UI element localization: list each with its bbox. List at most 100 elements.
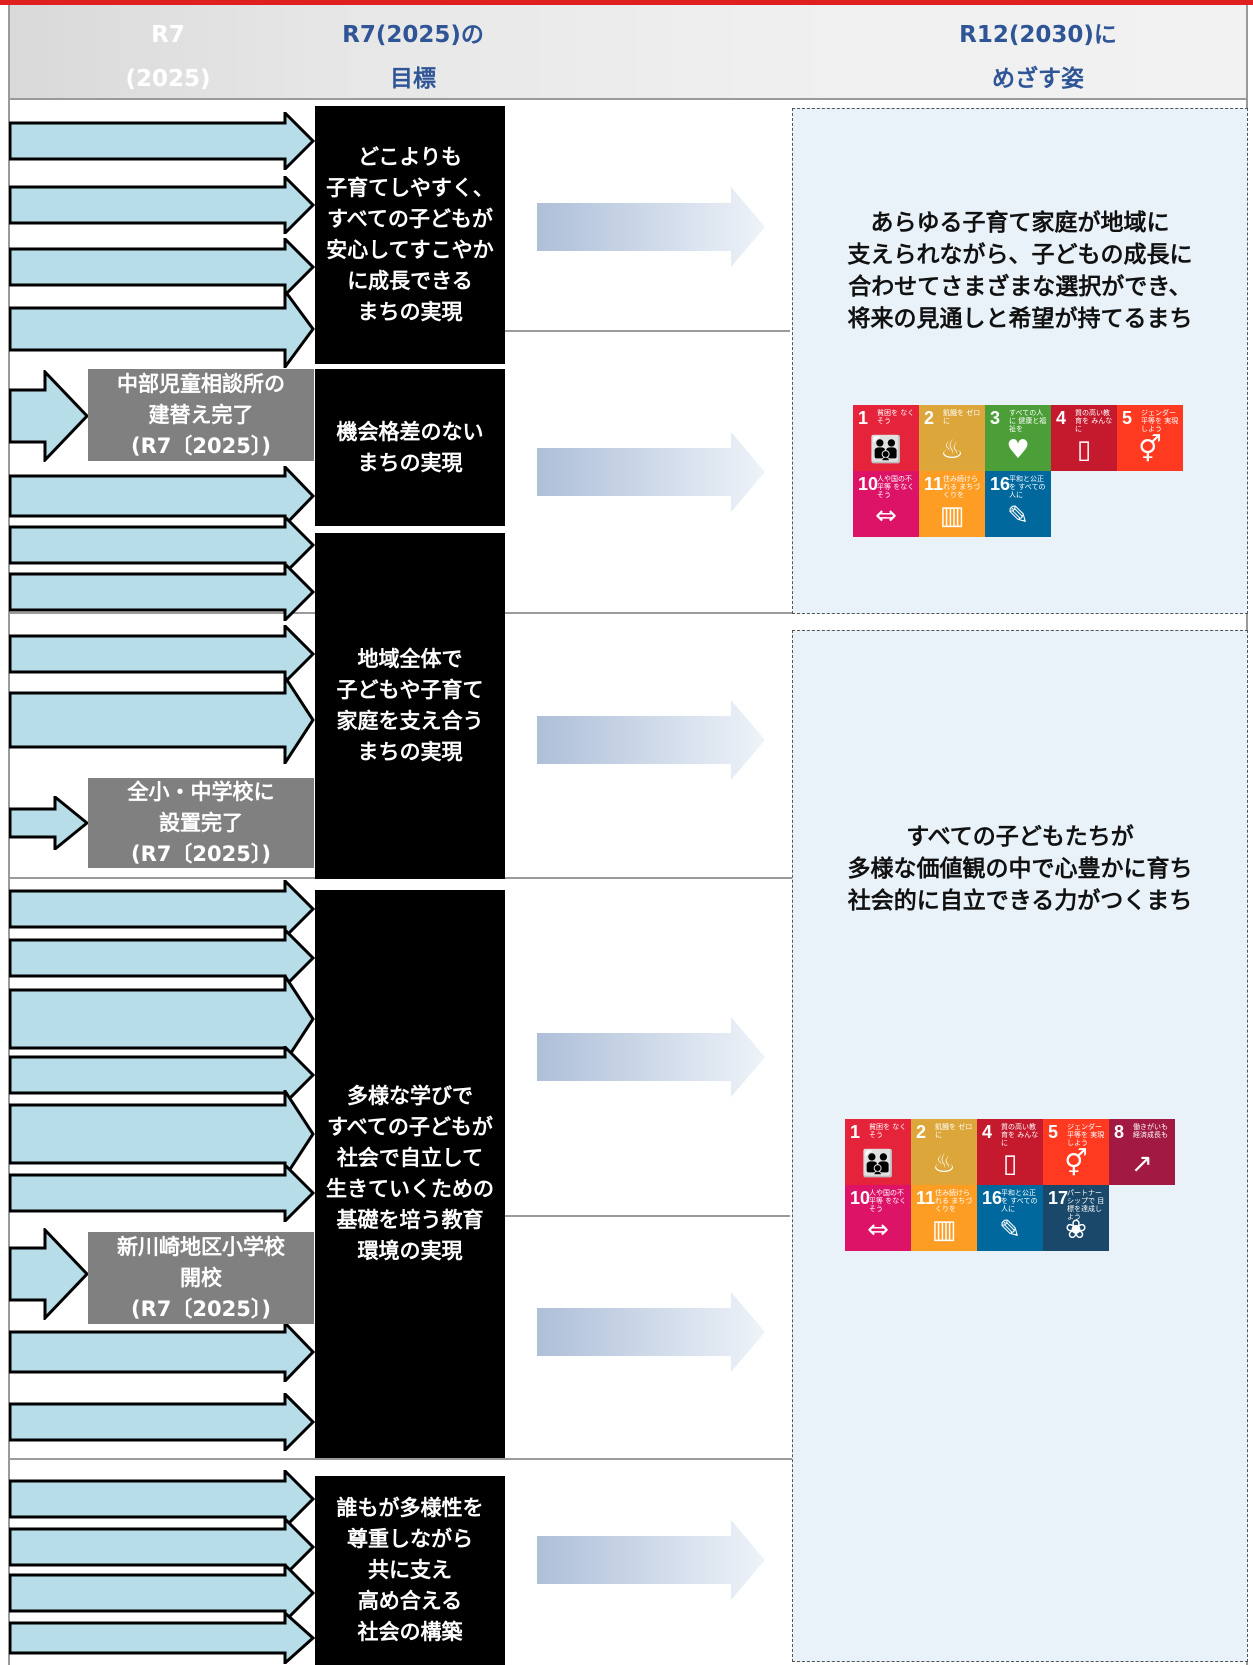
arrow-shape bbox=[537, 1017, 765, 1097]
arrow-shape bbox=[537, 1292, 765, 1372]
arrow-shape bbox=[9, 1518, 315, 1576]
sdg-label: 質の高い教育を みんなに bbox=[1001, 1123, 1039, 1147]
arrow-shape bbox=[9, 516, 315, 574]
goal-text: 地域全体で 子どもや子育て 家庭を支え合う まちの実現 bbox=[336, 647, 484, 764]
sdg-tile-2: 2 飢餓を ゼロに ♨ bbox=[919, 405, 985, 471]
sdg-number: 8 bbox=[1114, 1122, 1125, 1142]
arrow-shape bbox=[9, 1564, 315, 1622]
sdg-number: 2 bbox=[924, 408, 935, 428]
bowl-icon: ♨ bbox=[932, 1149, 956, 1179]
header-target-line2: 目標 bbox=[390, 66, 436, 92]
goal-box: 多様な学びで すべての子どもが 社会で自立して 生きていくための 基礎を培う教育… bbox=[315, 890, 505, 1458]
heartbeat-icon: ♥ bbox=[1006, 435, 1030, 465]
sdg-label: 貧困を なくそう bbox=[869, 1123, 907, 1139]
row-divider bbox=[500, 330, 790, 332]
header-2030-line2: めざす姿 bbox=[992, 66, 1084, 92]
milestone-text: 新川崎地区小学校 開校 (R7〔2025〕) bbox=[117, 1234, 285, 1321]
sdg-label: ジェンダー平等を 実現しよう bbox=[1141, 409, 1179, 433]
goal-box: 誰もが多様性を 尊重しながら 共に支え 高め合える 社会の構築 bbox=[315, 1476, 505, 1665]
dove-icon: ✎ bbox=[1007, 501, 1029, 531]
sdg-number: 1 bbox=[858, 408, 869, 428]
arrow-shape bbox=[9, 176, 315, 234]
sdg-number: 10 bbox=[858, 474, 879, 494]
arrow-shape bbox=[537, 1520, 765, 1600]
flower-icon: ❀ bbox=[1065, 1215, 1087, 1245]
table-header: R7 (2025) R7(2025)の 目標 R12(2030)に めざす姿 bbox=[8, 5, 1248, 98]
arrow-shape bbox=[9, 625, 315, 683]
arrow-shape bbox=[9, 290, 315, 368]
people-icon: 👪 bbox=[861, 1149, 895, 1179]
sdg-number: 5 bbox=[1048, 1122, 1059, 1142]
arrow-shape bbox=[9, 238, 315, 296]
sdg-number: 10 bbox=[850, 1188, 871, 1208]
sdg-number: 2 bbox=[916, 1122, 927, 1142]
milestone-box: 新川崎地区小学校 開校 (R7〔2025〕) bbox=[88, 1232, 314, 1324]
vision-text: すべての子どもたちが 多様な価値観の中で心豊かに育ち 社会的に自立できる力がつく… bbox=[793, 821, 1247, 917]
row-divider bbox=[8, 1458, 793, 1460]
sdg-number: 4 bbox=[1056, 408, 1067, 428]
arrow-shape bbox=[9, 1322, 315, 1382]
goal-box: どこよりも 子育てしやすく、 すべての子どもが 安心してすこやか に成長できる … bbox=[315, 106, 505, 364]
arrow-shape bbox=[9, 975, 315, 1063]
vision-text-content: すべての子どもたちが 多様な価値観の中で心豊かに育ち 社会的に自立できる力がつく… bbox=[847, 824, 1193, 914]
arrow-shape bbox=[9, 1228, 89, 1320]
gender-icon: ⚥ bbox=[1138, 435, 1162, 465]
header-2030-line1: R12(2030)に bbox=[959, 22, 1117, 48]
sdg-label: 平和と公正を すべての人に bbox=[1009, 475, 1046, 499]
arrow-shape bbox=[9, 563, 315, 621]
goal-text: 機会格差のない まちの実現 bbox=[336, 419, 484, 475]
sdg-label: 飢餓を ゼロに bbox=[943, 409, 981, 425]
sdg-tile-1: 1 貧困を なくそう 👪 bbox=[853, 405, 919, 471]
sdg-label: 働きがいも 経済成長も bbox=[1133, 1123, 1168, 1139]
milestone-box: 全小・中学校に 設置完了 (R7〔2025〕) bbox=[88, 778, 314, 868]
goal-box: 機会格差のない まちの実現 bbox=[315, 369, 505, 526]
sdg-label: 住み続けられる まちづくりを bbox=[935, 1189, 973, 1213]
sdg-label: すべての人に 健康と福祉を bbox=[1009, 409, 1047, 433]
arrow-shape bbox=[9, 370, 89, 462]
header-target-line1: R7(2025)の bbox=[342, 22, 484, 48]
arrow-shape bbox=[9, 1393, 315, 1451]
row-divider bbox=[500, 1215, 790, 1217]
arrow-shape bbox=[9, 1090, 315, 1178]
sdg-number: 1 bbox=[850, 1122, 861, 1142]
goal-box: 地域全体で 子どもや子育て 家庭を支え合う まちの実現 bbox=[315, 533, 505, 879]
arrow-shape bbox=[9, 676, 315, 764]
header-r7-line1: R7 bbox=[151, 22, 185, 48]
book-icon: ▯ bbox=[1076, 435, 1092, 465]
sdg-label: 平和と公正を すべての人に bbox=[1001, 1189, 1038, 1213]
arrow-shape bbox=[537, 432, 765, 512]
sdg-label: 貧困を なくそう bbox=[877, 409, 915, 425]
goal-text: どこよりも 子育てしやすく、 すべての子どもが 安心してすこやか に成長できる … bbox=[326, 145, 494, 324]
sdg-label: ジェンダー平等を 実現しよう bbox=[1067, 1123, 1105, 1147]
goal-text: 多様な学びで すべての子どもが 社会で自立して 生きていくための 基礎を培う教育… bbox=[326, 1084, 494, 1263]
header-r7: R7 (2025) bbox=[78, 13, 258, 101]
city-icon: ▥ bbox=[939, 501, 965, 531]
row-divider bbox=[8, 98, 1248, 100]
sdg-label: 人や国の不平等 をなくそう bbox=[869, 1189, 907, 1213]
book-icon: ▯ bbox=[1002, 1149, 1018, 1179]
dove-icon: ✎ bbox=[999, 1215, 1021, 1245]
header-r7-line2: (2025) bbox=[125, 66, 211, 92]
sdg-label: 飢餓を ゼロに bbox=[935, 1123, 973, 1139]
arrow-shape bbox=[9, 929, 315, 987]
arrow-shape bbox=[9, 466, 315, 526]
top-border bbox=[0, 0, 1253, 5]
sdg-label: 質の高い教育を みんなに bbox=[1075, 409, 1113, 433]
arrow-shape bbox=[537, 700, 765, 780]
sdg-tile-2: 2 飢餓を ゼロに ♨ bbox=[911, 1119, 977, 1185]
people-icon: 👪 bbox=[869, 435, 903, 465]
equality-icon: ⇔ bbox=[875, 501, 897, 531]
header-target: R7(2025)の 目標 bbox=[298, 13, 528, 101]
sdg-number: 11 bbox=[916, 1188, 936, 1208]
bowl-icon: ♨ bbox=[940, 435, 964, 465]
